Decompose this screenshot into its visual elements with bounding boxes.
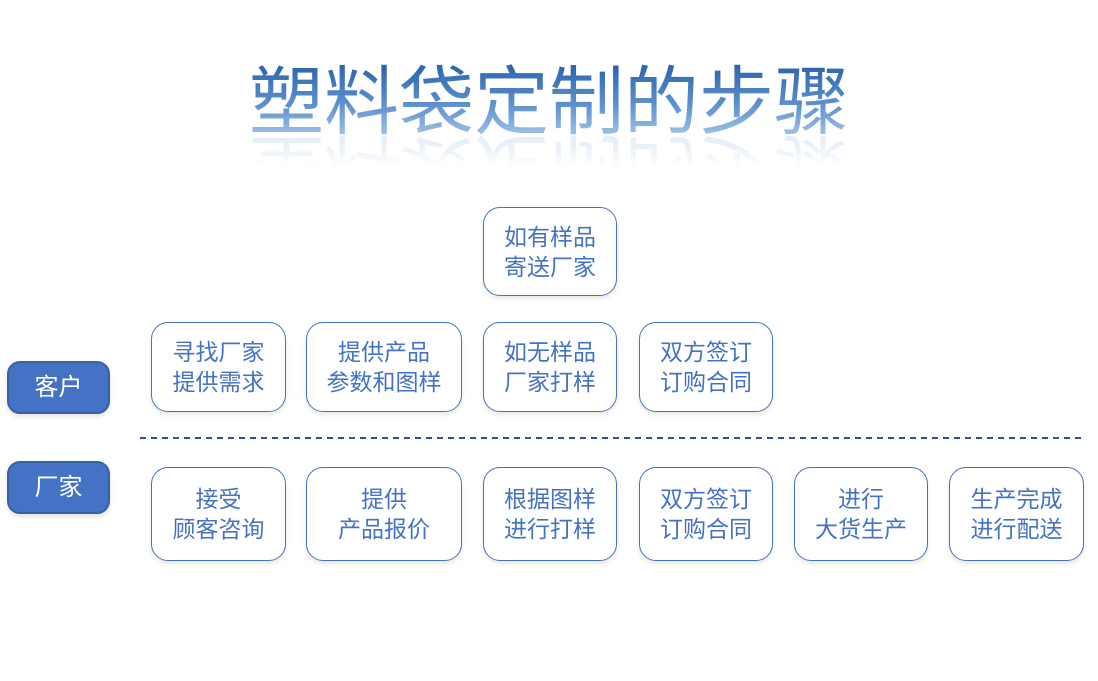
step-box-line: 接受 <box>195 486 242 512</box>
step-box-no-sample: 如无样品 厂家打样 <box>483 322 617 412</box>
row-label-customer: 客户 <box>7 361 110 414</box>
step-box-line: 大货生产 <box>815 516 907 542</box>
step-box-line: 产品报价 <box>338 516 430 542</box>
step-box-line: 寻找厂家 <box>172 339 265 365</box>
step-box-make-sample: 根据图样 进行打样 <box>483 467 617 561</box>
step-box-line: 双方签订 <box>660 339 752 365</box>
step-box-find-manufacturer: 寻找厂家 提供需求 <box>151 322 286 412</box>
step-box-line: 寄送厂家 <box>504 253 596 280</box>
step-box-provide-quote: 提供 产品报价 <box>306 467 462 561</box>
step-box-line: 双方签订 <box>660 486 752 512</box>
step-box-line: 如无样品 <box>504 339 596 365</box>
step-box-line: 提供 <box>361 486 407 512</box>
step-box-accept-inquiry: 接受 顾客咨询 <box>151 467 286 561</box>
title-block: 塑料袋定制的步骤 塑料袋定制的步骤 <box>0 62 1098 213</box>
step-box-sample-available: 如有样品 寄送厂家 <box>483 207 617 296</box>
step-box-line: 进行打样 <box>504 516 596 542</box>
step-box-sign-contract-manufacturer: 双方签订 订购合同 <box>639 467 773 561</box>
step-box-line: 参数和图样 <box>326 369 442 395</box>
step-box-line: 提供需求 <box>172 369 265 395</box>
step-box-line: 提供产品 <box>338 339 430 365</box>
step-box-delivery: 生产完成 进行配送 <box>949 467 1084 561</box>
row-label-manufacturer: 厂家 <box>7 461 110 514</box>
step-box-line: 根据图样 <box>504 486 596 512</box>
row-label-text: 厂家 <box>34 473 83 501</box>
step-box-bulk-production: 进行 大货生产 <box>794 467 928 561</box>
step-box-line: 顾客咨询 <box>172 516 265 542</box>
step-box-sign-contract-customer: 双方签订 订购合同 <box>639 322 773 412</box>
step-box-provide-specs: 提供产品 参数和图样 <box>306 322 462 412</box>
page-title: 塑料袋定制的步骤 <box>0 62 1098 143</box>
step-box-line: 进行 <box>838 486 884 512</box>
page-title-reflection: 塑料袋定制的步骤 <box>0 124 1098 212</box>
row-label-text: 客户 <box>34 373 83 401</box>
lane-divider-dashed-line <box>140 437 1085 439</box>
step-box-line: 如有样品 <box>504 223 596 250</box>
step-box-line: 厂家打样 <box>504 369 596 395</box>
step-box-line: 进行配送 <box>970 516 1063 542</box>
step-box-line: 订购合同 <box>660 516 752 542</box>
step-box-line: 生产完成 <box>970 486 1063 512</box>
step-box-line: 订购合同 <box>660 369 752 395</box>
